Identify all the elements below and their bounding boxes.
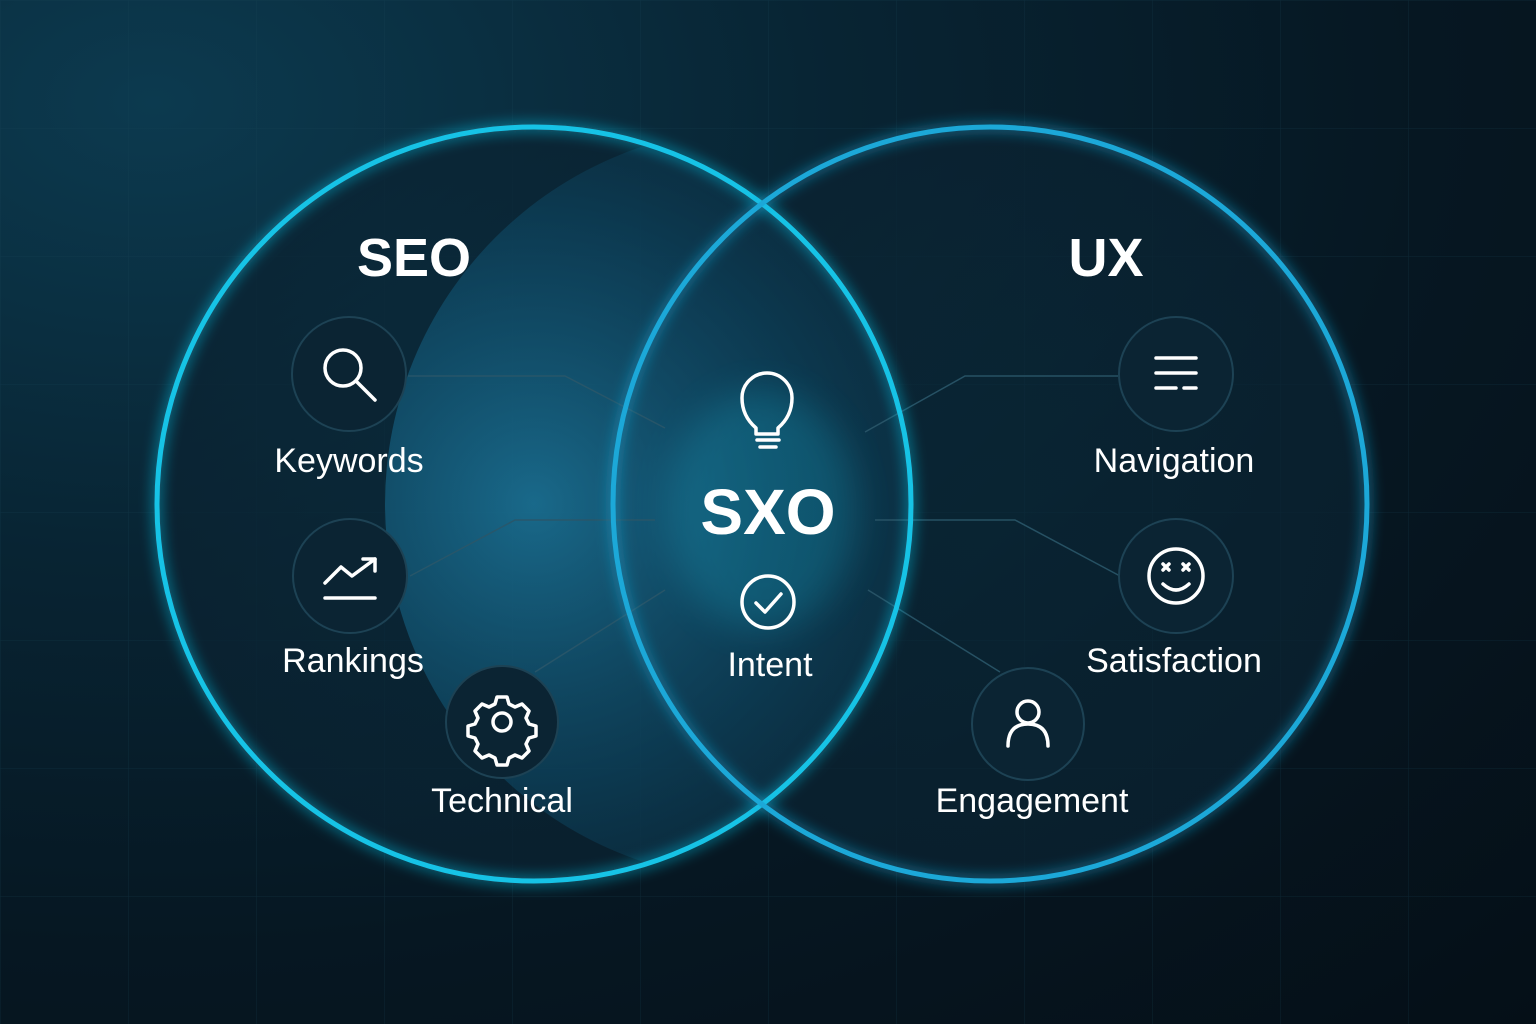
navigation-badge <box>1118 316 1234 432</box>
seo-circle-outline <box>154 124 914 884</box>
search-icon <box>323 348 377 402</box>
user-icon <box>1006 699 1050 748</box>
check-circle-icon <box>740 574 796 630</box>
trend-up-icon <box>323 557 377 600</box>
sxo-overlap <box>385 127 911 881</box>
intent-label: Intent <box>727 646 813 684</box>
connector-technical <box>534 589 666 673</box>
seo-title: SEO <box>357 228 471 288</box>
rankings-label: Rankings <box>282 642 424 680</box>
connector-keywords <box>408 375 666 429</box>
connector-rankings <box>409 519 655 577</box>
keywords-badge <box>291 316 407 432</box>
menu-lines-icon <box>1154 356 1198 390</box>
ux-circle-outline <box>610 124 1370 884</box>
technical-badge <box>445 665 559 779</box>
smile-icon <box>1147 547 1205 605</box>
ux-title: UX <box>1068 228 1143 288</box>
lightbulb-icon <box>740 371 794 449</box>
technical-label: Technical <box>431 782 573 820</box>
satisfaction-label: Satisfaction <box>1086 642 1262 680</box>
connector-engagement <box>867 589 1001 673</box>
keywords-label: Keywords <box>274 442 423 480</box>
engagement-label: Engagement <box>936 782 1129 820</box>
satisfaction-badge <box>1118 518 1234 634</box>
sxo-title: SXO <box>700 476 835 548</box>
engagement-badge <box>971 667 1085 781</box>
navigation-label: Navigation <box>1094 442 1255 480</box>
sxo-glow <box>667 390 857 630</box>
rankings-badge <box>292 518 408 634</box>
gear-icon <box>466 695 538 767</box>
connector-satisfaction <box>875 519 1121 577</box>
